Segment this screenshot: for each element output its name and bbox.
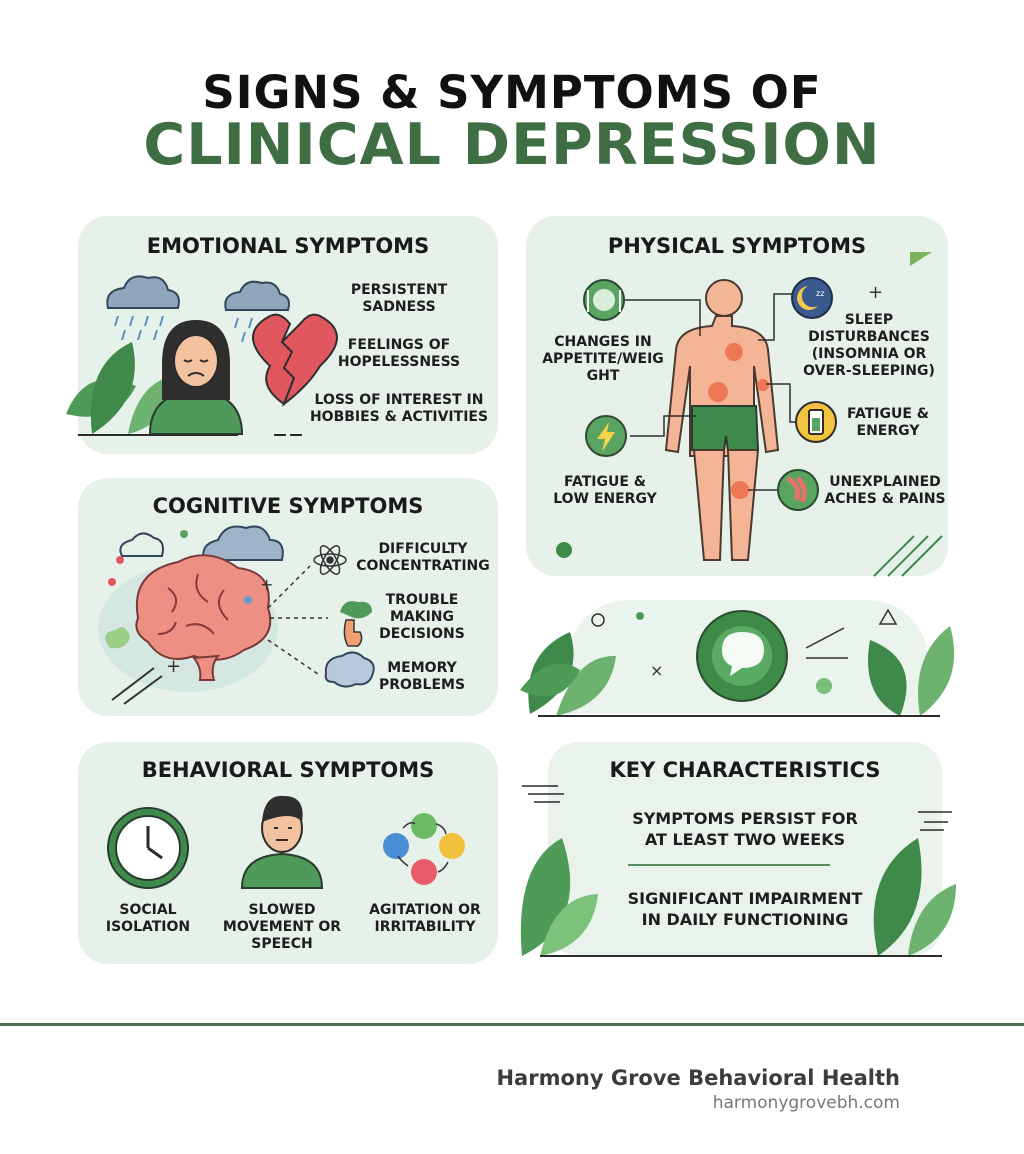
behavioral-illustration [107, 795, 465, 889]
key-illustration [520, 785, 956, 957]
hand-decision-icon [340, 601, 372, 647]
key-title: KEY CHARACTERISTICS [609, 758, 881, 782]
emotional-item-1: PERSISTENT SADNESS [350, 282, 448, 315]
cloud-icon [119, 525, 284, 561]
title-line-1: SIGNS & SYMPTOMS OF [202, 66, 822, 119]
sad-person-icon [148, 320, 244, 435]
behavioral-item-slowed: SLOWED MOVEMENT OR SPEECH [222, 902, 342, 952]
moon-icon: zz [791, 277, 833, 319]
cognitive-illustration: + + [98, 525, 375, 705]
behavioral-item-agitation: AGITATION OR IRRITABILITY [369, 902, 481, 935]
cognitive-item-concentrating: DIFFICULTY CONCENTRATING [356, 541, 490, 574]
physical-item-low-energy: FATIGUE & LOW ENERGY [553, 474, 657, 507]
atom-icon [313, 545, 347, 575]
emotional-title: EMOTIONAL SYMPTOMS [146, 234, 430, 258]
svg-text:+: + [868, 282, 883, 303]
rain-cloud-icon [106, 275, 180, 341]
cognitive-item-decisions: TROUBLE MAKING DECISIONS [379, 592, 465, 642]
leaf-icon [66, 342, 174, 434]
title-line-2: CLINICAL DEPRESSION [143, 112, 881, 178]
organization-name: Harmony Grove Behavioral Health [496, 1066, 900, 1090]
behavioral-title: BEHAVIORAL SYMPTOMS [141, 758, 435, 782]
human-body-icon [664, 279, 780, 561]
emotional-item-3: LOSS OF INTEREST IN HOBBIES & ACTIVITIES [309, 392, 489, 425]
cognitive-card: COGNITIVE SYMPTOMS + + [78, 478, 498, 716]
leaf-icon [520, 838, 956, 956]
footer-divider [0, 1023, 1024, 1026]
behavioral-card: BEHAVIORAL SYMPTOMS SOCIAL ISOLATION SLO… [78, 742, 498, 964]
svg-text:zz: zz [816, 289, 824, 298]
physical-title: PHYSICAL SYMPTOMS [607, 234, 867, 258]
emotional-item-2: FEELINGS OF HOPELESSNESS [337, 337, 461, 370]
utensils-icon [583, 279, 625, 321]
emotional-card: EMOTIONAL SYMPTOMS [66, 216, 498, 454]
physical-illustration: + zz [556, 252, 943, 577]
key-card: KEY CHARACTERISTICS SYMPTOMS PERSIST FOR… [520, 742, 956, 957]
physical-item-sleep: SLEEP DISTURBANCES (INSOMNIA OR OVER-SLE… [803, 312, 935, 379]
organization-url[interactable]: harmonygrovebh.com [712, 1093, 900, 1113]
physical-card: PHYSICAL SYMPTOMS + [526, 216, 948, 577]
mood-circles-icon [383, 813, 465, 885]
person-icon [240, 795, 324, 889]
physical-item-fatigue-energy: FATIGUE & ENERGY [847, 406, 929, 439]
cognitive-item-memory: MEMORY PROBLEMS [378, 660, 466, 693]
key-item-impairment: SIGNIFICANT IMPAIRMENT IN DAILY FUNCTION… [627, 889, 863, 929]
decorative-panel [568, 600, 928, 714]
lightning-icon [585, 415, 627, 457]
physical-item-appetite: CHANGES IN APPETITE/WEIG GHT [542, 334, 664, 384]
battery-icon [795, 401, 837, 443]
key-item-duration: SYMPTOMS PERSIST FOR AT LEAST TWO WEEKS [632, 809, 858, 849]
svg-text:+: + [260, 575, 273, 594]
emotional-illustration [66, 275, 338, 436]
physical-item-aches: UNEXPLAINED ACHES & PAINS [824, 474, 946, 507]
memory-brain-icon [324, 651, 375, 688]
joint-pain-icon [777, 469, 819, 511]
behavioral-item-isolation: SOCIAL ISOLATION [105, 902, 191, 935]
svg-text:+: + [166, 656, 181, 677]
brain-icon [135, 554, 272, 681]
cognitive-title: COGNITIVE SYMPTOMS [152, 494, 424, 518]
broken-heart-icon [252, 313, 338, 407]
clock-icon [107, 807, 189, 889]
